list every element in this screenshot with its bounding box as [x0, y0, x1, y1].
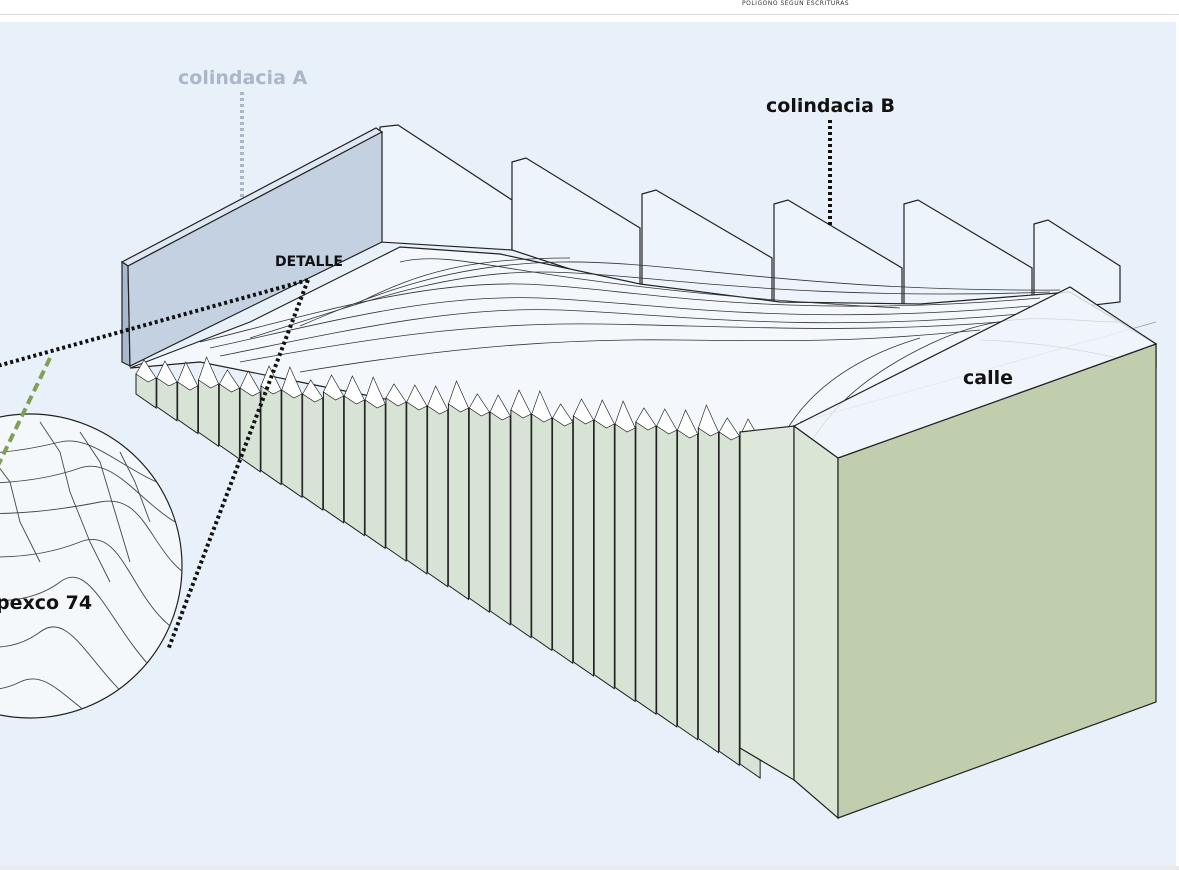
colindancia-a-wall	[120, 127, 384, 367]
label-colindancia-a: colindacia A	[178, 67, 308, 89]
section-slab	[406, 401, 428, 575]
section-slab	[656, 425, 678, 728]
section-slab	[718, 431, 740, 767]
detail-leaders	[0, 278, 310, 651]
section-fin	[135, 359, 157, 383]
label-colindancia-b: colindacia B	[766, 95, 895, 117]
section-slab	[322, 391, 345, 524]
section-fin	[718, 417, 740, 441]
section-slab	[572, 415, 595, 677]
section-fin	[364, 376, 386, 409]
section-slab	[281, 389, 303, 499]
section-fin	[427, 385, 449, 415]
section-fin	[448, 380, 469, 413]
section-fin	[281, 366, 303, 399]
section-fin	[323, 374, 345, 401]
section-fin	[531, 390, 553, 423]
section-slab	[302, 393, 324, 512]
section-fin	[177, 361, 199, 391]
section-fin	[656, 408, 678, 435]
section-slab	[239, 387, 261, 473]
section-fin	[156, 360, 178, 387]
label-detail-caption: pexco 74	[0, 592, 92, 614]
section-fin	[635, 407, 657, 431]
section-slab	[552, 417, 574, 665]
section-slab	[364, 399, 386, 550]
bottom-rule	[0, 866, 1179, 870]
header-note: POLIGONO SEGUN ESCRITURAS	[742, 0, 850, 7]
label-calle: calle	[963, 367, 1013, 389]
terrain-sections	[135, 373, 761, 779]
section-slab	[635, 421, 657, 716]
section-fin	[510, 389, 532, 419]
label-detalle: DETALLE	[275, 254, 343, 270]
section-fin	[302, 379, 324, 403]
section-slab	[447, 403, 470, 601]
section-fin	[614, 400, 636, 433]
section-fin	[697, 404, 719, 437]
section-slab	[385, 397, 407, 563]
section-fin	[239, 370, 261, 397]
section-slab	[427, 405, 449, 588]
street-block	[739, 286, 1158, 820]
isometric-terrain-diagram: colindacia A colindacia B DETALLE calle …	[0, 22, 1176, 866]
section-fins	[135, 356, 761, 445]
section-slab	[614, 423, 636, 703]
section-slab	[531, 413, 553, 652]
section-fin	[593, 399, 615, 429]
section-fin	[468, 393, 490, 417]
section-fin	[552, 403, 574, 427]
drawing-sheet: colindacia A colindacia B DETALLE calle …	[0, 22, 1176, 866]
section-fin	[198, 356, 220, 389]
section-fin	[343, 375, 365, 405]
section-slab	[697, 427, 719, 754]
section-fin	[489, 394, 511, 421]
section-fin	[406, 384, 428, 411]
section-fin	[677, 409, 699, 439]
section-slab	[510, 409, 532, 639]
section-slab	[677, 429, 699, 741]
section-slab	[468, 407, 490, 614]
top-strip: POLIGONO SEGUN ESCRITURAS	[0, 0, 1179, 15]
section-fin	[218, 369, 240, 393]
section-slab	[343, 395, 365, 537]
section-slab	[489, 411, 511, 626]
section-fin	[385, 383, 407, 407]
section-fin	[572, 398, 594, 425]
section-slab	[593, 419, 615, 690]
